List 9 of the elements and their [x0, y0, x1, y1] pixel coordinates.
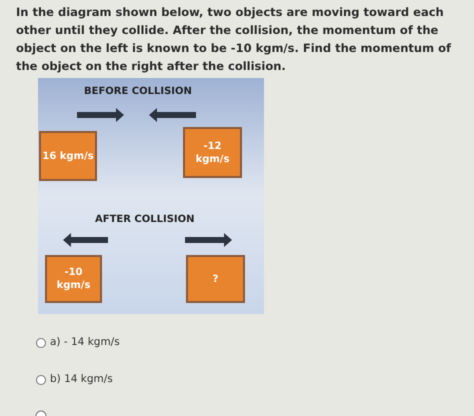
object-box: -12 kgm/s [183, 127, 242, 178]
object-box: -10 kgm/s [45, 255, 102, 303]
object-box: ? [186, 255, 245, 303]
answer-option: a) - 14 kgm/s [50, 336, 120, 348]
section-heading: BEFORE COLLISION [84, 86, 192, 97]
question-text: In the diagram shown below, two objects are moving toward each other until they collide. After the collision, the momentum of the object on the left is known to be -10 kgm/s. Find the momentum of the object on the right after the collision. [16, 4, 452, 75]
object-box: 16 kgm/s [39, 131, 97, 181]
section-heading: AFTER COLLISION [95, 214, 195, 225]
answer-option: b) 14 kgm/s [50, 373, 113, 385]
